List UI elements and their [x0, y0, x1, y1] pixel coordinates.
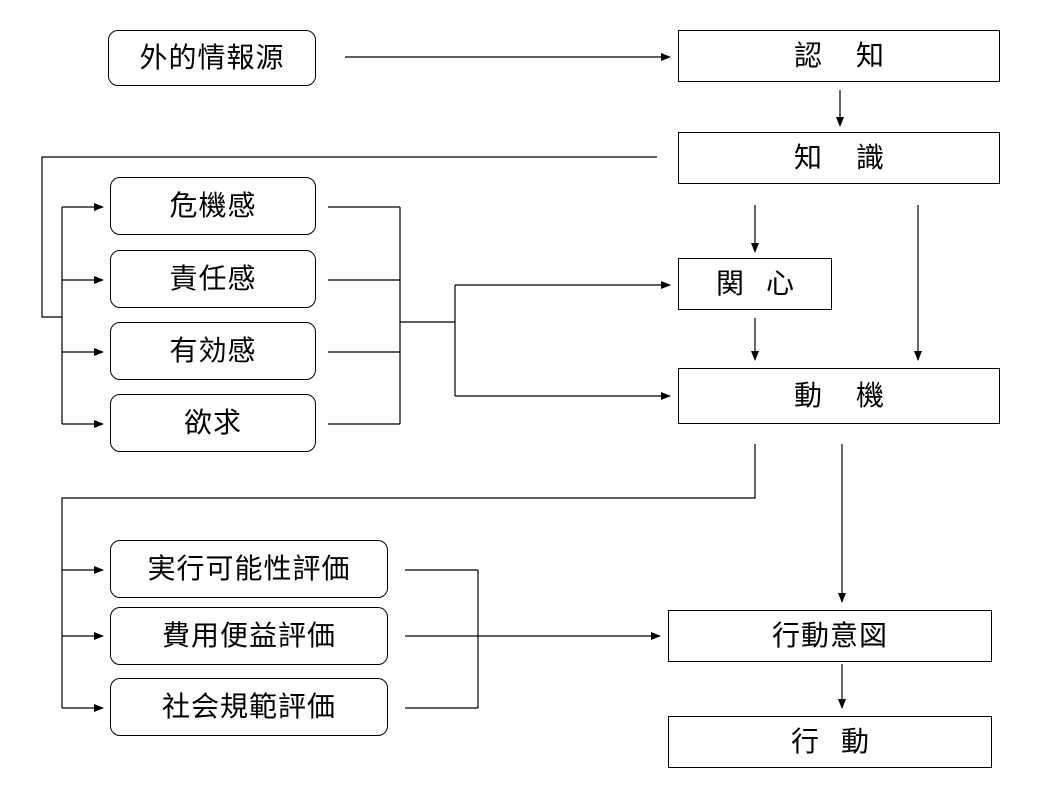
- node-efficacy: 有効感: [110, 322, 316, 380]
- node-intention: 行動意図: [668, 610, 992, 662]
- node-knowledge: 知識: [678, 132, 1000, 184]
- node-behavior: 行動: [668, 716, 992, 768]
- node-cognition: 認知: [678, 30, 1000, 82]
- node-motivation: 動機: [678, 368, 1000, 424]
- node-responsibility: 責任感: [110, 250, 316, 308]
- node-cost-benefit: 費用便益評価: [110, 607, 388, 665]
- node-external-info: 外的情報源: [108, 30, 316, 86]
- node-interest: 関心: [678, 258, 832, 310]
- node-feasibility: 実行可能性評価: [110, 540, 388, 598]
- node-desire: 欲求: [110, 394, 316, 452]
- node-crisis: 危機感: [110, 177, 316, 235]
- node-social-norm: 社会規範評価: [110, 678, 388, 736]
